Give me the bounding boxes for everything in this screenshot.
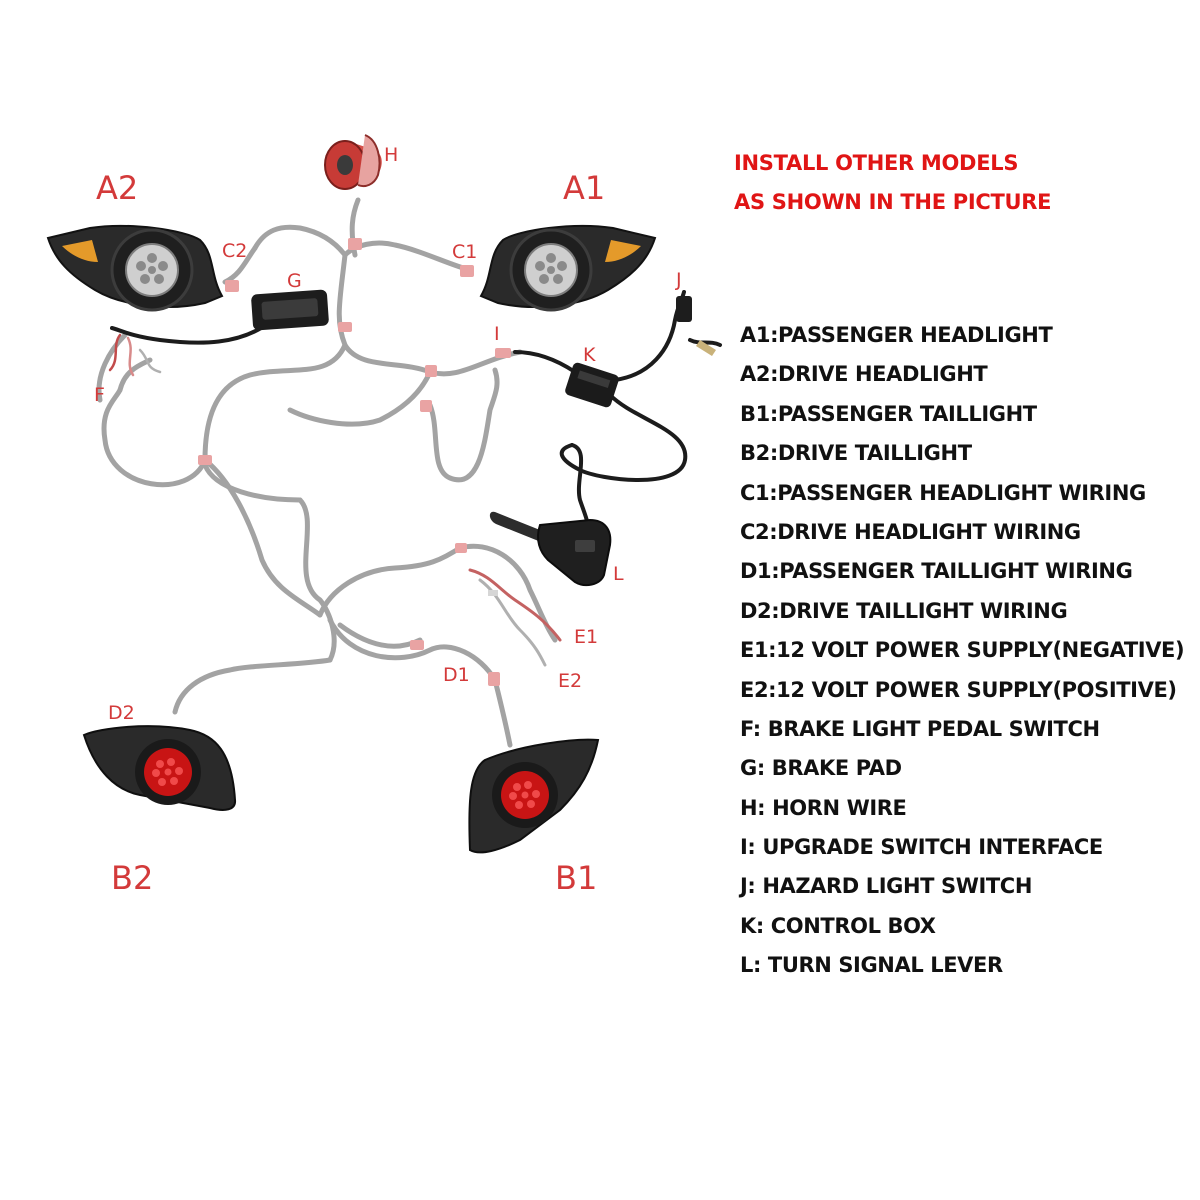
callout-b1: B1 [555,859,598,897]
legend-item: A2:DRIVE HEADLIGHT [740,362,988,387]
callout-c1: C1 [452,241,478,263]
callout-b2: B2 [111,859,154,897]
brake-switch-wires [108,333,162,377]
brake-pad-cable [110,320,272,345]
callout-l: L [613,563,624,585]
legend-item: E1:12 VOLT POWER SUPPLY(NEGATIVE) [740,638,1185,663]
headlight-a2 [46,224,224,312]
power-supply-wires [468,568,562,667]
callout-a2: A2 [96,169,139,207]
legend-item: B2:DRIVE TAILLIGHT [740,441,972,466]
legend-item: H: HORN WIRE [740,795,907,820]
legend-item: E2:12 VOLT POWER SUPPLY(POSITIVE) [740,677,1177,702]
horn [324,134,382,190]
control-box [565,362,619,408]
legend-item: G: BRAKE PAD [740,756,902,781]
control-cables [513,290,722,537]
legend-item: J: HAZARD LIGHT SWITCH [740,874,1032,899]
parts-legend: A1:PASSENGER HEADLIGHT A2:DRIVE HEADLIGH… [740,322,1185,992]
turn-signal-lever [489,511,612,587]
callout-f: F [94,384,105,406]
callout-a1: A1 [563,169,606,207]
legend-item: B1:PASSENGER TAILLIGHT [740,401,1037,426]
callout-i: I [494,323,500,345]
legend-item: D1:PASSENGER TAILLIGHT WIRING [740,559,1133,584]
legend-item: C1:PASSENGER HEADLIGHT WIRING [740,480,1146,505]
callout-h: H [384,144,399,166]
legend-item: D2:DRIVE TAILLIGHT WIRING [740,598,1068,623]
legend-item: A1:PASSENGER HEADLIGHT [740,323,1053,347]
callout-d1: D1 [443,664,470,686]
callout-e2: E2 [558,670,583,692]
callout-d2: D2 [108,702,135,724]
hazard-switch [676,296,716,356]
callout-c2: C2 [222,240,248,262]
install-notice-line1: INSTALL OTHER MODELS [734,151,1019,175]
legend-item: F: BRAKE LIGHT PEDAL SWITCH [740,716,1100,741]
legend-item: L: TURN SIGNAL LEVER [740,953,1003,978]
harness-connectors [198,238,511,686]
callout-g: G [287,270,302,292]
legend-item: I: UPGRADE SWITCH INTERFACE [740,835,1103,860]
headlight-a1 [479,224,657,312]
install-notice-line2: AS SHOWN IN THE PICTURE [734,190,1052,214]
taillight-b1 [468,738,600,854]
legend-item: C2:DRIVE HEADLIGHT WIRING [740,519,1081,544]
callout-j: J [676,269,682,291]
callout-k: K [583,344,596,366]
brake-pad [251,289,329,331]
callout-e1: E1 [574,626,599,648]
taillight-b2 [82,725,237,811]
legend-item: K: CONTROL BOX [740,913,936,938]
